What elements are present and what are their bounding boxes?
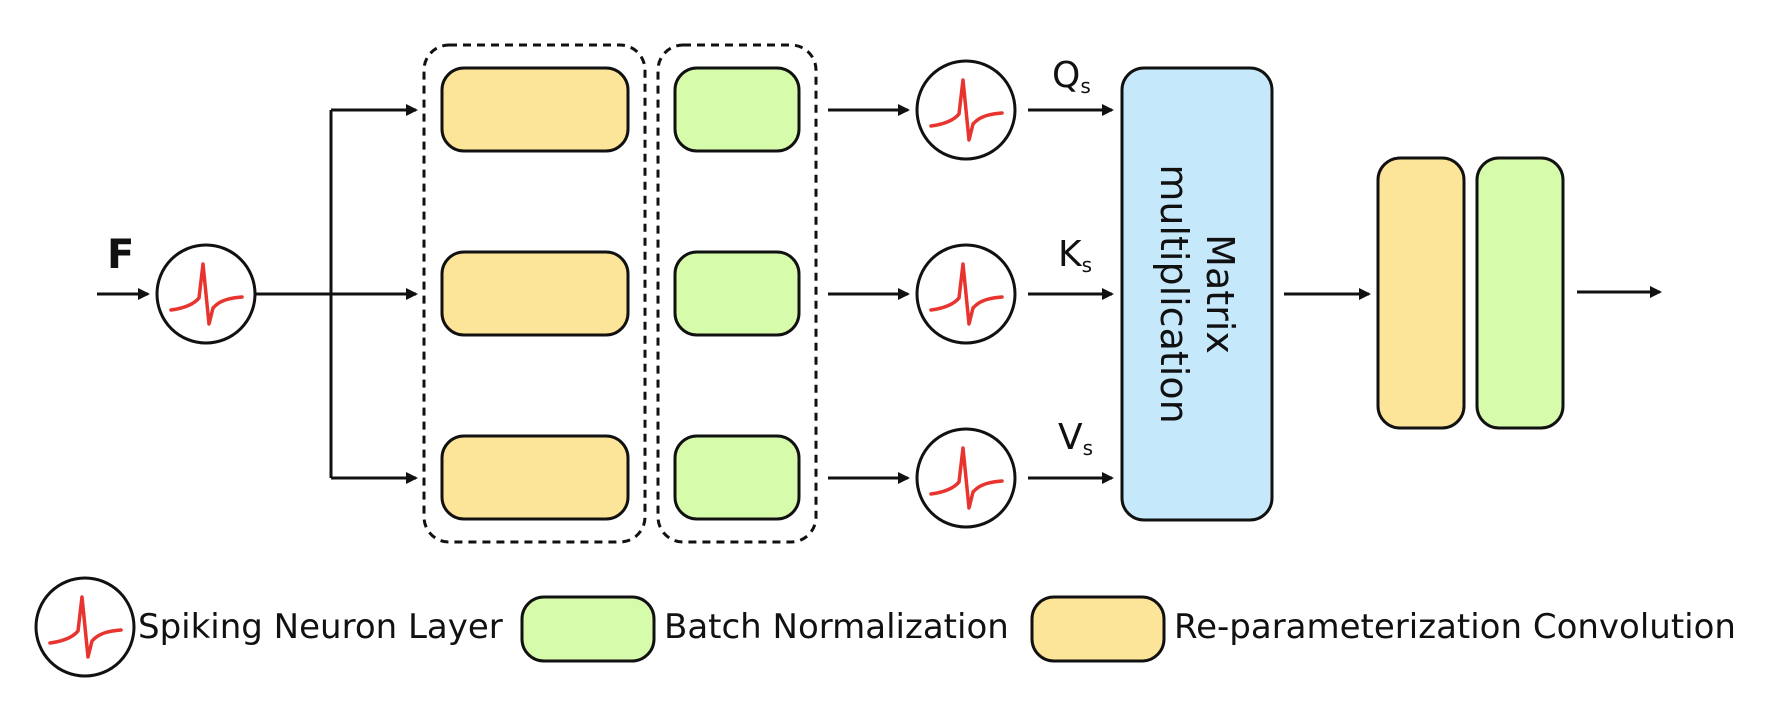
bn-block-k xyxy=(673,250,801,337)
legend-conv-label: Re-parameterization Convolution xyxy=(1174,607,1736,647)
matrix-multiplication-block xyxy=(1120,66,1274,522)
conv-block-k xyxy=(440,250,630,337)
spike-neuron-q-icon xyxy=(915,59,1017,161)
conv-block-v xyxy=(440,434,630,521)
conv-block-q xyxy=(440,66,630,153)
input-label: F xyxy=(107,232,135,278)
k-label: Ks xyxy=(1058,234,1093,277)
q-label: Qs xyxy=(1052,55,1091,98)
matrix-label: Matrix multiplication xyxy=(1151,119,1243,469)
matrix-label-line2: multiplication xyxy=(1152,164,1196,424)
matrix-label-line1: Matrix xyxy=(1198,234,1242,354)
output-bn-block xyxy=(1475,156,1565,430)
bn-block-q xyxy=(673,66,801,153)
spike-neuron-v-icon xyxy=(915,427,1017,529)
bn-block-v xyxy=(673,434,801,521)
output-conv-block xyxy=(1376,156,1466,430)
spike-neuron-k-icon xyxy=(915,243,1017,345)
v-label: Vs xyxy=(1058,417,1094,460)
legend-bn-label: Batch Normalization xyxy=(664,607,1009,647)
legend-spiking-label: Spiking Neuron Layer xyxy=(138,607,503,647)
legend-spike-neuron-icon xyxy=(34,576,136,678)
input-spike-neuron-icon xyxy=(155,243,257,345)
bn-group-dashed xyxy=(656,43,818,544)
legend-conv-swatch xyxy=(1030,595,1166,663)
legend-bn-swatch xyxy=(520,595,656,663)
conv-group-dashed xyxy=(422,43,647,544)
